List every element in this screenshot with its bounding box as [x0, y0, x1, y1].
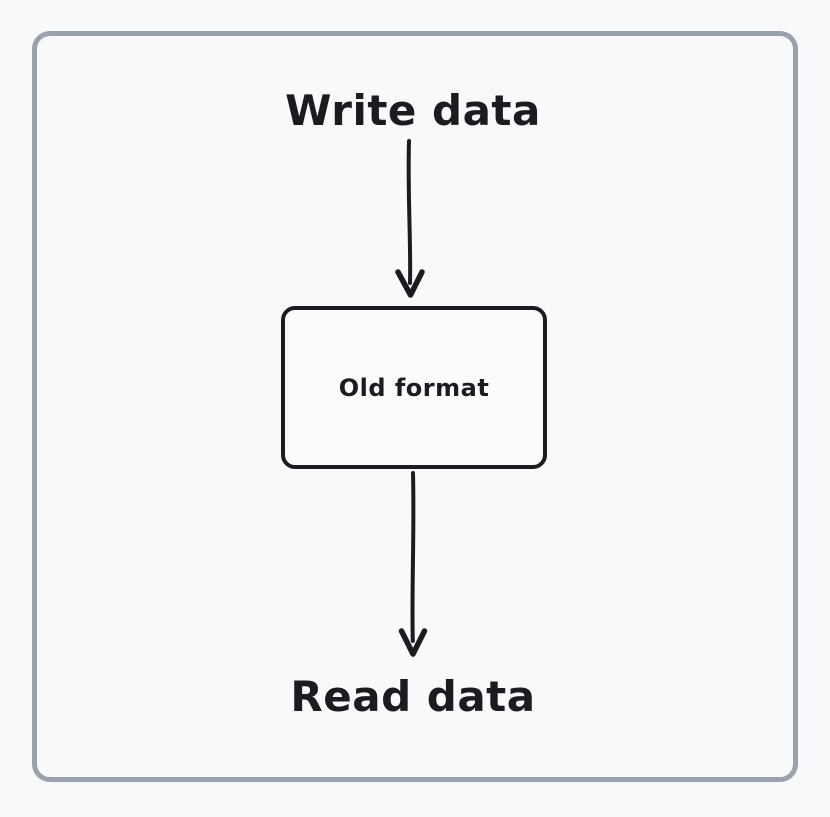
old-format-label: Old format: [338, 373, 490, 402]
old-format-box: Old format: [281, 306, 547, 469]
diagram-frame: [32, 31, 798, 782]
write-data-label: Write data: [285, 86, 541, 135]
read-data-label: Read data: [290, 672, 536, 721]
